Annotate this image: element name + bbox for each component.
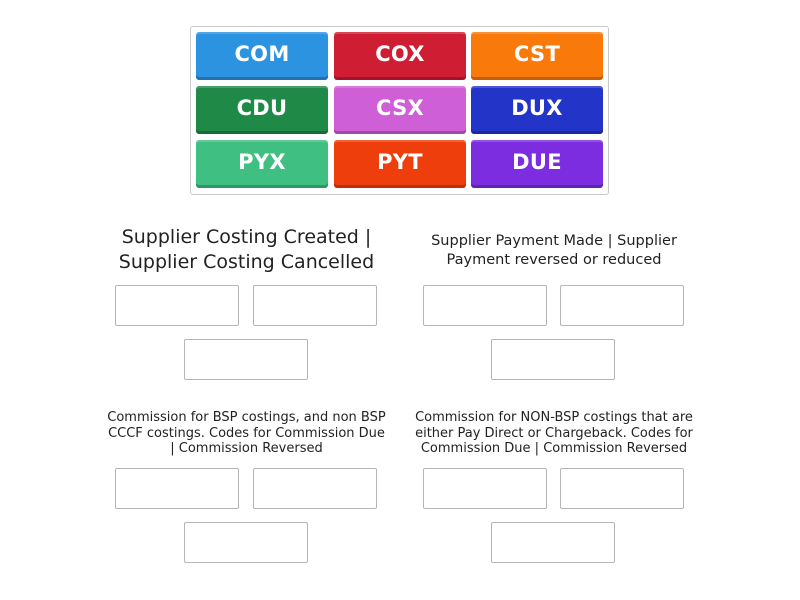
tile-label: PYT xyxy=(377,150,423,174)
tile-label: CSX xyxy=(375,96,425,120)
tile-label: DUE xyxy=(512,150,562,174)
tile-pyx[interactable]: PYX xyxy=(196,140,328,188)
tile-label: PYX xyxy=(238,150,286,174)
drop-slot[interactable] xyxy=(115,285,239,326)
group-heading-supplier-payment: Supplier Payment Made | Supplier Payment… xyxy=(431,233,677,268)
drop-slot[interactable] xyxy=(560,285,684,326)
tile-cst[interactable]: CST xyxy=(471,32,603,80)
drop-slot[interactable] xyxy=(560,468,684,509)
tile-label: CST xyxy=(513,42,561,66)
tile-label: COM xyxy=(234,42,290,66)
drop-slot[interactable] xyxy=(184,522,308,563)
tile-label: COX xyxy=(375,42,425,66)
tile-cdu[interactable]: CDU xyxy=(196,86,328,134)
tile-label: CDU xyxy=(236,96,288,120)
group-heading-commission-non-bsp: Commission for NON-BSP costings that are… xyxy=(415,410,693,456)
tile-dux[interactable]: DUX xyxy=(471,86,603,134)
drop-slot[interactable] xyxy=(115,468,239,509)
drop-slot[interactable] xyxy=(184,339,308,380)
drop-slot[interactable] xyxy=(491,522,615,563)
drop-slot[interactable] xyxy=(423,285,547,326)
drop-slot[interactable] xyxy=(253,285,377,326)
drop-slot[interactable] xyxy=(423,468,547,509)
tile-com[interactable]: COM xyxy=(196,32,328,80)
tile-tray: COM COX CST CDU CSX DUX PYX PYT DUE xyxy=(190,26,609,195)
group-heading-commission-bsp: Commission for BSP costings, and non BSP… xyxy=(107,410,386,456)
drop-slot[interactable] xyxy=(253,468,377,509)
tile-csx[interactable]: CSX xyxy=(334,86,466,134)
tile-due[interactable]: DUE xyxy=(471,140,603,188)
tile-cox[interactable]: COX xyxy=(334,32,466,80)
group-heading-supplier-costing: Supplier Costing Created | Supplier Cost… xyxy=(118,226,375,273)
tile-label: DUX xyxy=(511,96,563,120)
tile-pyt[interactable]: PYT xyxy=(334,140,466,188)
drop-slot[interactable] xyxy=(491,339,615,380)
